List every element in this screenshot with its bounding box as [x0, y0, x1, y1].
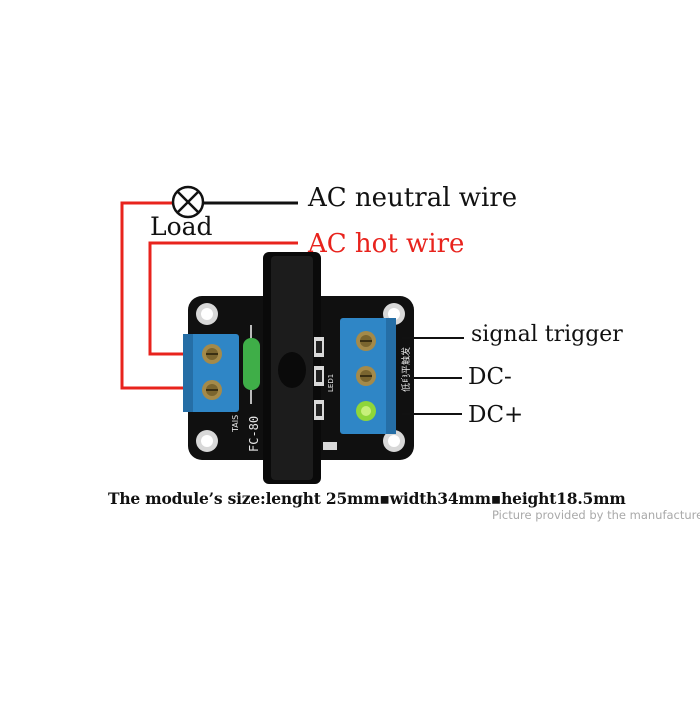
ac-wiring	[120, 201, 298, 390]
status-led-icon	[356, 401, 376, 421]
silkscreen-small: TAIS	[231, 415, 240, 433]
mount-hole-icon	[196, 303, 405, 452]
relay-module-board: FC-80 TAIS LED1 低电平触发	[183, 252, 414, 484]
silkscreen-led: LED1	[327, 374, 335, 392]
dc-plus-label: DC+	[468, 402, 524, 428]
screw-icon	[356, 366, 376, 386]
ssr-body	[263, 252, 321, 484]
screw-icon	[356, 331, 376, 351]
silkscreen-model: FC-80	[247, 416, 261, 452]
load-label: Load	[150, 212, 213, 241]
module-size-caption: The module’s size:lenght 25mm▪width34mm▪…	[108, 489, 626, 508]
terminal-block-dc	[340, 318, 396, 434]
silkscreen-cn: 低电平触发	[400, 347, 412, 392]
ac-neutral-label: AC neutral wire	[308, 183, 518, 213]
terminal-block-ac	[183, 334, 239, 412]
image-credit: Picture provided by the manufacturer	[492, 508, 700, 522]
smd-components	[314, 337, 337, 450]
fuse	[243, 325, 260, 404]
ac-hot-label: AC hot wire	[308, 229, 465, 259]
signal-trigger-label: signal trigger	[471, 322, 623, 347]
dc-leader-lines	[402, 337, 464, 415]
load-lamp-icon	[171, 185, 205, 219]
load-return-wire	[120, 201, 196, 390]
dc-minus-label: DC-	[468, 364, 512, 390]
hot-wire	[148, 241, 298, 356]
screw-icon	[202, 344, 222, 364]
screw-icon	[202, 380, 222, 400]
